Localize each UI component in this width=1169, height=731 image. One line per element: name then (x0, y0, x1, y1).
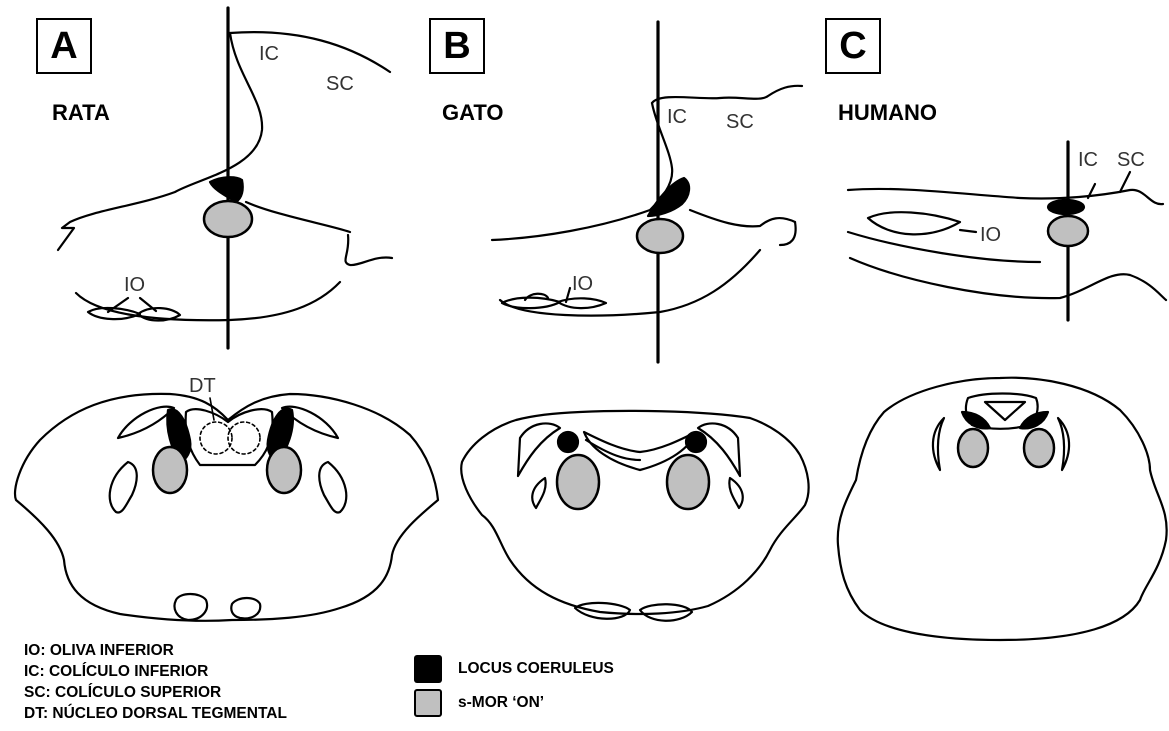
panel-b-label: B (429, 18, 485, 74)
cat-sagittal-section (492, 86, 802, 316)
legend-swatch-locus-coeruleus (414, 655, 442, 683)
cat-ic-label: IC (667, 106, 687, 128)
human-locus-coeruleus-sagittal (1048, 200, 1084, 214)
human-ic-label: IC (1078, 149, 1098, 171)
legend: LOCUS COERULEUS s-MOR ‘ON’ (414, 652, 614, 720)
human-smor-right (1024, 429, 1054, 467)
cat-smor-sagittal (637, 219, 683, 253)
cat-sc-label: SC (726, 111, 754, 133)
species-human: HUMANO (838, 100, 937, 126)
rat-smor-left (153, 447, 187, 493)
rat-ic-label: IC (259, 43, 279, 65)
legend-label-smor-on: s-MOR ‘ON’ (458, 694, 544, 712)
human-locus-coeruleus-right (1020, 412, 1048, 428)
human-smor-sagittal (1048, 216, 1088, 246)
rat-smor-right (267, 447, 301, 493)
species-cat: GATO (442, 100, 504, 126)
cat-coronal-section (461, 411, 808, 621)
human-coronal-section (838, 378, 1167, 640)
cat-locus-coeruleus-left (558, 432, 578, 452)
human-smor-left (958, 429, 988, 467)
cat-smor-left (557, 455, 599, 509)
cat-io-label: IO (572, 273, 593, 295)
abbr-sc: SC: COLÍCULO SUPERIOR (24, 682, 287, 703)
panel-c-label: C (825, 18, 881, 74)
abbr-io: IO: OLIVA INFERIOR (24, 640, 287, 661)
cat-smor-right (667, 455, 709, 509)
human-locus-coeruleus-left (962, 412, 990, 428)
cat-locus-coeruleus-right (686, 432, 706, 452)
rat-sc-label: SC (326, 73, 354, 95)
human-io-label: IO (980, 224, 1001, 246)
abbr-dt: DT: NÚCLEO DORSAL TEGMENTAL (24, 703, 287, 724)
panel-a-label: A (36, 18, 92, 74)
human-sagittal-section (848, 172, 1166, 300)
legend-smor-on: s-MOR ‘ON’ (414, 686, 614, 720)
abbreviation-list: IO: OLIVA INFERIOR IC: COLÍCULO INFERIOR… (24, 640, 287, 724)
species-rat: RATA (52, 100, 110, 126)
legend-label-locus-coeruleus: LOCUS COERULEUS (458, 660, 614, 678)
rat-coronal-section (15, 394, 438, 621)
human-sc-label: SC (1117, 149, 1145, 171)
legend-locus-coeruleus: LOCUS COERULEUS (414, 652, 614, 686)
rat-locus-coeruleus-sagittal (210, 177, 243, 202)
rat-smor-sagittal (204, 201, 252, 237)
rat-io-label: IO (124, 274, 145, 296)
rat-dt-label: DT (189, 375, 216, 397)
abbr-ic: IC: COLÍCULO INFERIOR (24, 661, 287, 682)
rat-dt-right (228, 422, 260, 454)
legend-swatch-smor-on (414, 689, 442, 717)
